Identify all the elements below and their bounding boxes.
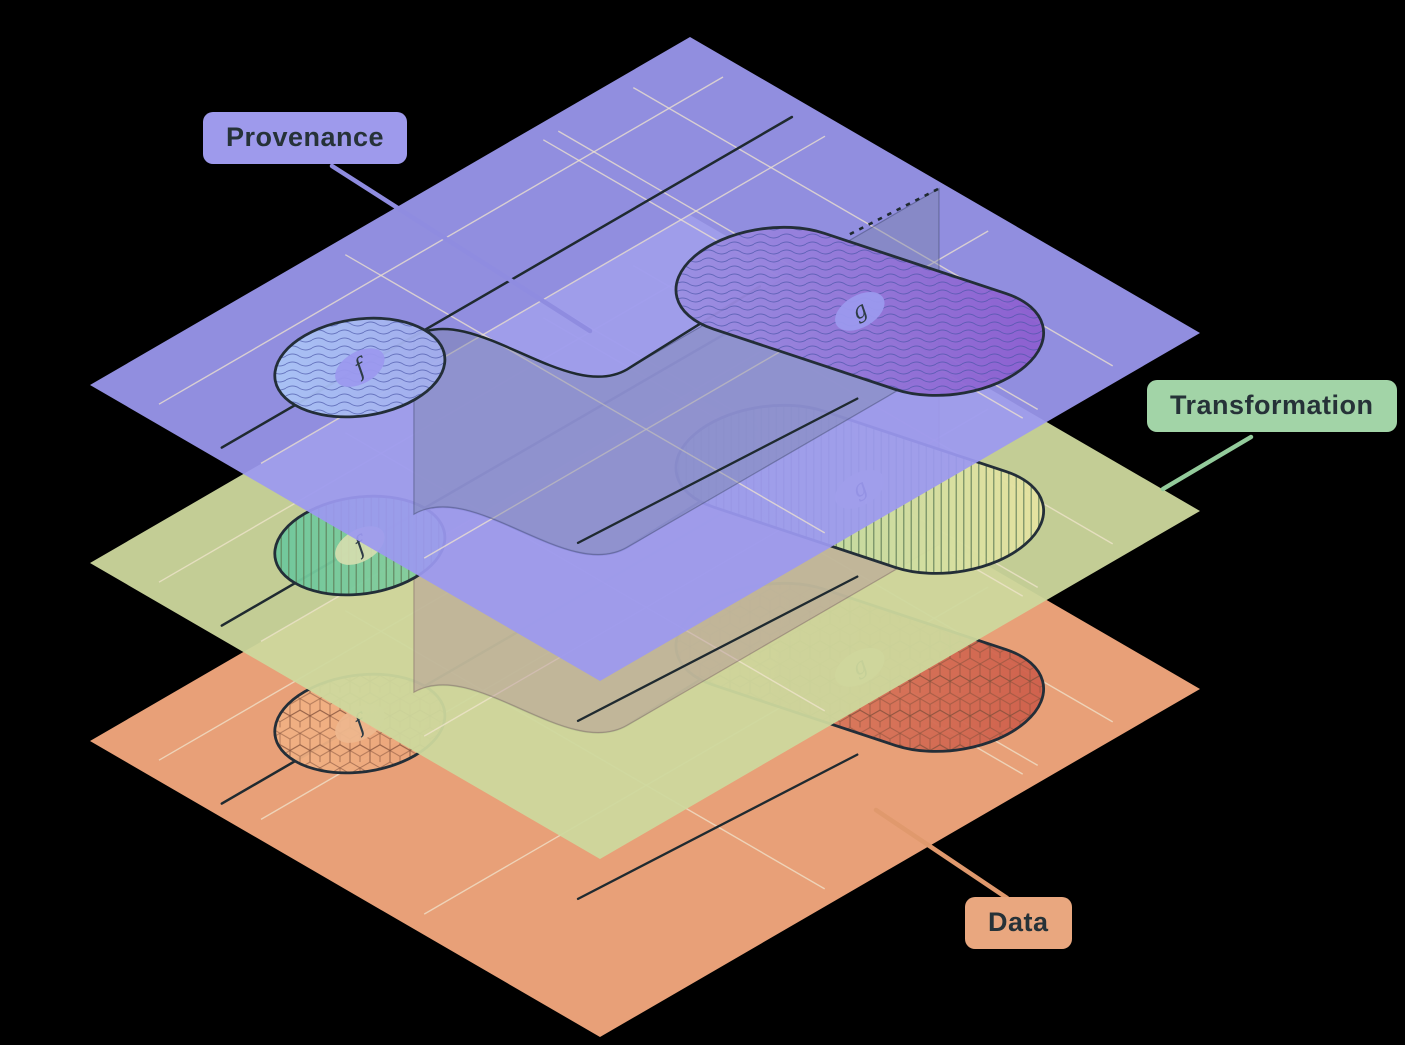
wire-output-data	[576, 753, 859, 901]
grid-line-provenance	[344, 254, 826, 534]
node-f-outline-provenance	[273, 316, 447, 419]
wire-sbend-provenance	[412, 285, 762, 378]
layer-label-transformation: Transformation	[1147, 380, 1397, 432]
layer-label-data: Data	[965, 897, 1072, 949]
label-connector-data	[873, 807, 1010, 901]
label-connector-provenance	[329, 163, 593, 334]
layer-label-provenance: Provenance	[203, 112, 408, 164]
wire-output-transformation	[576, 575, 859, 723]
node-g-outline-provenance	[674, 225, 1045, 397]
label-connector-transformation	[1160, 434, 1254, 492]
grid-line-provenance	[158, 76, 724, 405]
node-label-halo-f-provenance	[335, 348, 385, 387]
node-label-halo-g-provenance	[835, 292, 885, 331]
wire-output-provenance	[576, 397, 859, 545]
